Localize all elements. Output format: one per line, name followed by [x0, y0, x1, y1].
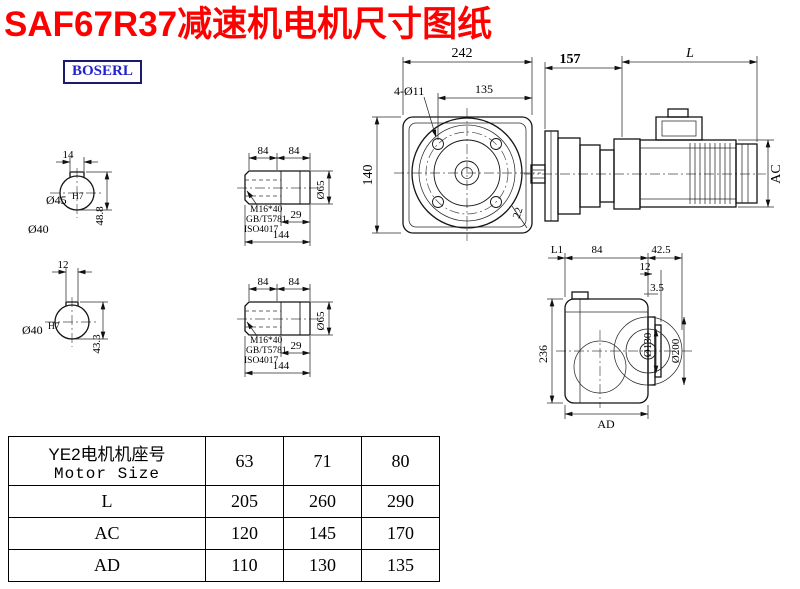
dim-motor-height: AC: [769, 164, 784, 183]
dim-shaft-a-seg2: 84: [289, 145, 301, 157]
table-row-L: L 205 260 290: [8, 485, 440, 518]
gearbox-side-view: L1 84 42.5 12 3.5 236 Ø130 Ø200 AD: [536, 244, 695, 431]
size-column-63: 63: [205, 436, 284, 486]
bolt-hole: [432, 196, 444, 208]
dim-key-width-45: 14: [63, 149, 75, 161]
cell-AD-71: 130: [283, 549, 362, 582]
gearmotor-side-view: 157 L AC: [524, 46, 784, 222]
label-bore-45: Ø45: [46, 193, 67, 207]
worm-housing-circle: [573, 340, 627, 394]
hollow-shaft-end-view-40: 12 43.3 Ø40 H7: [22, 259, 108, 354]
dim-side-gap: 3.5: [650, 282, 664, 294]
dim-shaft-b-total: 144: [273, 360, 290, 372]
dim-side-84: 84: [592, 244, 604, 256]
bore-dia-circle: [625, 328, 671, 374]
size-column-71: 71: [283, 436, 362, 486]
row-label-AC: AC: [8, 517, 206, 550]
label-outer-dia-40: Ø40: [28, 222, 49, 236]
dim-side-flange-dia: Ø200: [670, 338, 682, 363]
label-shaft-b-bolt: M16*40: [250, 336, 282, 346]
motor-body: [639, 139, 737, 208]
fan-cover: [735, 143, 758, 204]
dim-bolt-spacing: 135: [475, 82, 493, 96]
cell-L-63: 205: [205, 485, 284, 518]
label-shaft-a-std2: ISO4017: [244, 225, 279, 235]
cell-L-80: 290: [361, 485, 440, 518]
table-row-AD: AD 110 130 135: [8, 549, 440, 582]
dim-shaft-a-seg1: 84: [258, 145, 270, 157]
label-shaft-b-std2: ISO4017: [244, 356, 279, 366]
dim-bore-height-45: 48.8: [94, 206, 106, 226]
shaft-side-view-top: 84 84 29 144 Ø65 M16*40 GB/T5781 ISO4017: [237, 145, 333, 246]
page-title: SAF67R37减速机电机尺寸图纸: [4, 5, 493, 44]
cell-AC-71: 145: [283, 517, 362, 550]
dim-shaft-a-total: 144: [273, 229, 290, 241]
bolt-hole: [432, 138, 444, 150]
label-bore-40: Ø40: [22, 323, 43, 337]
row-label-AD: AD: [8, 549, 206, 582]
dim-side-bore-dia: Ø130: [642, 332, 654, 357]
housing-outline: [402, 116, 533, 234]
label-bore-40-tolerance: H7: [48, 322, 60, 332]
brand-logo: BOSERL: [63, 60, 142, 84]
technical-drawing: 14 48.8 Ø45 H7 Ø40 12 43.3 Ø40 H7: [22, 46, 784, 431]
label-bore-45-tolerance: H7: [72, 192, 84, 202]
motor-size-table: YE2电机机座号 Motor Size 63 71 80 L 205 260 2…: [8, 436, 440, 582]
flange-circle: [411, 117, 523, 229]
cell-AC-80: 170: [361, 517, 440, 550]
gearbox-front-view: 242 135 4-Ø11 140 22: [361, 46, 541, 241]
dim-side-flange-t: 12: [640, 261, 651, 273]
shaft-side-view-bottom: 84 84 29 144 Ø65 M16*40 GB/T5781 ISO4017: [237, 276, 333, 377]
shaft-hole: [454, 160, 480, 186]
dim-key-width-40: 12: [58, 259, 69, 271]
cell-L-71: 260: [283, 485, 362, 518]
header-cn: YE2电机机座号: [48, 444, 166, 464]
keyway-45: [69, 171, 85, 178]
shaft-body: [244, 170, 311, 205]
bolt-hole: [490, 196, 502, 208]
dim-shaft-b-dia: Ø65: [315, 311, 327, 330]
row-label-L: L: [8, 485, 206, 518]
bolt-hole: [490, 138, 502, 150]
dim-adapter-length: 157: [560, 52, 581, 67]
table-row-AC: AC 120 145 170: [8, 517, 440, 550]
bolt-circle: [425, 131, 509, 215]
gearbox-flange: [544, 130, 559, 222]
keyway-40: [65, 301, 79, 307]
bore-circle-40: [54, 304, 90, 340]
dim-side-height: 236: [536, 345, 550, 363]
table-header-row: YE2电机机座号 Motor Size 63 71 80: [8, 436, 440, 486]
dim-shaft-a-dia: Ø65: [315, 180, 327, 199]
dim-shaft-b-seg1: 84: [258, 276, 270, 288]
shaft-body: [244, 301, 311, 336]
dim-side-depth: AD: [597, 417, 615, 431]
dim-shaft-b-seg2: 84: [289, 276, 301, 288]
dim-motor-length: L: [685, 46, 694, 61]
dim-side-flange-len: 42.5: [651, 244, 671, 256]
label-bolt-holes: 4-Ø11: [394, 84, 424, 98]
dim-bore-height-40: 43.3: [91, 334, 103, 354]
hollow-shaft-end-view-45: 14 48.8 Ø45 H7 Ø40: [28, 149, 112, 236]
dim-front-corner: 22: [511, 206, 526, 220]
label-shaft-a-std1: GB/T5781: [246, 215, 287, 225]
cell-AC-63: 120: [205, 517, 284, 550]
bore-circle-45: [59, 175, 95, 211]
label-shaft-b-std1: GB/T5781: [246, 346, 287, 356]
dim-shaft-a-end: 29: [291, 209, 303, 221]
dim-side-l1: L1: [551, 244, 563, 256]
cell-AD-63: 110: [205, 549, 284, 582]
cell-AD-80: 135: [361, 549, 440, 582]
header-motor-size-cell: YE2电机机座号 Motor Size: [8, 436, 206, 486]
header-en: Motor Size: [53, 464, 160, 483]
dim-shaft-b-end: 29: [291, 340, 303, 352]
label-shaft-a-bolt: M16*40: [250, 205, 282, 215]
size-column-80: 80: [361, 436, 440, 486]
brand-logo-text: BOSERL: [72, 63, 133, 79]
terminal-box: [655, 116, 703, 141]
dim-front-height: 140: [361, 165, 376, 186]
dim-front-width: 242: [452, 46, 473, 61]
